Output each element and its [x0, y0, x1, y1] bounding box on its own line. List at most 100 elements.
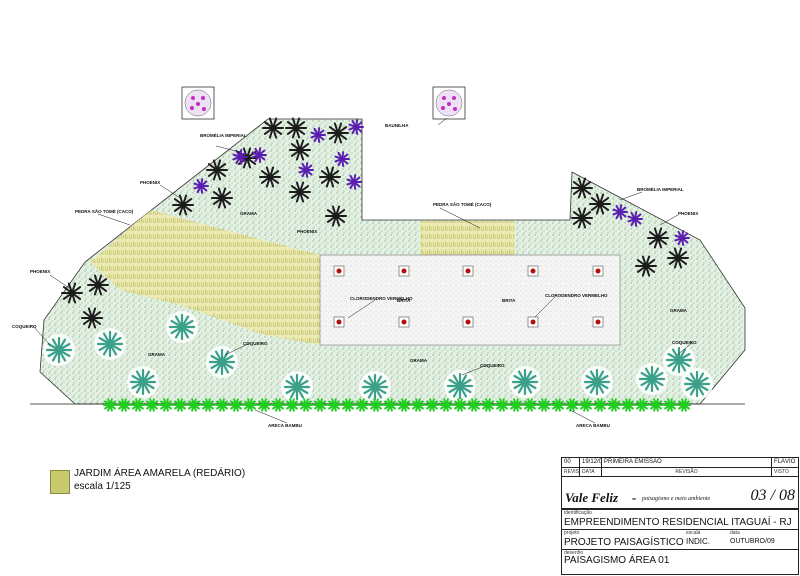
label-baunilha: BAUNILHA: [385, 123, 409, 128]
bromelia-icon: [310, 127, 326, 143]
header-visto: VISTO: [774, 469, 789, 475]
areca-icon: [355, 398, 369, 412]
coqueiro-icon: [283, 373, 311, 401]
coqueiro-icon: [665, 346, 693, 374]
leader-lines: [32, 117, 693, 424]
clorodendro-icon: [333, 316, 345, 328]
brand-name: Vale Feliz: [565, 490, 619, 505]
label-brita-2: BRITA: [502, 298, 516, 303]
legend-title: JARDIM ÁREA AMARELA (REDÁRIO): [74, 468, 246, 479]
areca-icon: [481, 398, 495, 412]
areca-icon: [299, 398, 313, 412]
areca-icon: [173, 398, 187, 412]
legend-scale: escala 1/125: [74, 481, 131, 492]
clorodendro-icon: [398, 265, 410, 277]
phoenix-icon: [571, 207, 593, 229]
yellow-stone-area-mid: [420, 221, 515, 255]
header-revisao-2: REVISÃO: [602, 468, 772, 476]
phoenix-icon: [647, 227, 669, 249]
bromelia-icon: [346, 174, 362, 190]
phoenix-icon: [285, 117, 307, 139]
areca-icon: [243, 398, 257, 412]
coqueiro-icon: [583, 368, 611, 396]
label-coqueiro-2: COQUEIRO: [243, 341, 268, 346]
header-identificacao: identificação: [564, 510, 592, 516]
label-grama-2: GRAMA: [670, 308, 688, 313]
phoenix-icon: [211, 187, 233, 209]
phoenix-palms: [61, 117, 689, 329]
label-phoenix-4: PHOENIX: [678, 211, 698, 216]
desenho-row: desenho PAISAGISMO ÁREA 01: [562, 550, 798, 574]
phoenix-icon: [206, 159, 228, 181]
areca-icon: [341, 398, 355, 412]
areca-icon: [257, 398, 271, 412]
bromelia-icon: [612, 204, 628, 220]
bromelia-plants: [193, 119, 690, 246]
areca-icon: [635, 398, 649, 412]
coqueiro-icon: [168, 313, 196, 341]
bromelia-icon: [348, 119, 364, 135]
areca-icon: [439, 398, 453, 412]
label-phoenix-3: PHOENIX: [30, 269, 50, 274]
data-value: OUTUBRO/09: [730, 538, 775, 545]
areca-icon: [145, 398, 159, 412]
areca-icon: [551, 398, 565, 412]
coqueiro-icon: [511, 368, 539, 396]
areca-icon: [509, 398, 523, 412]
label-grama-1: GRAMA: [240, 211, 258, 216]
areca-icon: [131, 398, 145, 412]
label-brita-1: BRITA: [397, 298, 411, 303]
identificacao-value: EMPREENDIMENTO RESIDENCIAL ITAGUAÍ - RJ: [564, 517, 792, 528]
areca-icon: [677, 398, 691, 412]
phoenix-icon: [289, 181, 311, 203]
phoenix-icon: [172, 194, 194, 216]
clorodendro-icon: [592, 316, 604, 328]
areca-icon: [579, 398, 593, 412]
areca-icon: [411, 398, 425, 412]
areca-icon: [495, 398, 509, 412]
areca-icon: [425, 398, 439, 412]
label-grama-4: GRAMA: [410, 358, 428, 363]
areca-icon: [285, 398, 299, 412]
revision-header-row: REVISÃO DATA REVISÃO VISTO: [562, 468, 798, 477]
areca-icon: [327, 398, 341, 412]
label-grama-3: GRAMA: [148, 352, 166, 357]
rev-description: PRIMEIRA EMISSÃO: [602, 458, 772, 467]
label-pedra-left: PEDRA SÃO TOMÉ (CACO): [75, 207, 134, 214]
areca-icon: [187, 398, 201, 412]
areca-icon: [117, 398, 131, 412]
areca-icon: [369, 398, 383, 412]
coqueiro-icon: [96, 330, 124, 358]
bromelia-icon: [674, 230, 690, 246]
clorodendro-icon: [398, 316, 410, 328]
identificacao-row: identificação EMPREENDIMENTO RESIDENCIAL…: [562, 510, 798, 530]
areca-icon: [537, 398, 551, 412]
label-pedra-mid: PEDRA SÃO TOMÉ (CACO): [433, 200, 492, 207]
phoenix-icon: [87, 274, 109, 296]
rev-author: FLÁVIO: [774, 459, 796, 465]
areca-icon: [663, 398, 677, 412]
clorodendro-icon: [462, 265, 474, 277]
coqueiro-icon: [45, 336, 73, 364]
bromelia-icon: [232, 149, 248, 165]
phoenix-icon: [319, 166, 341, 188]
areca-icon: [565, 398, 579, 412]
areca-icon: [593, 398, 607, 412]
bromelia-detail-box: [181, 86, 215, 120]
label-coqueiro-1: COQUEIRO: [12, 324, 37, 329]
bromelia-icon: [627, 211, 643, 227]
areca-icon: [229, 398, 243, 412]
areca-icon: [215, 398, 229, 412]
label-bromelia-right: BROMÉLIA IMPERIAL: [637, 185, 684, 192]
phoenix-icon: [589, 193, 611, 215]
areca-icon: [271, 398, 285, 412]
clorodendro-icon: [333, 265, 345, 277]
areca-icon: [453, 398, 467, 412]
phoenix-icon: [289, 139, 311, 161]
label-coqueiro-3: COQUEIRO: [480, 363, 505, 368]
projeto-row: projeto PROJETO PAISAGÍSTICO escala INDI…: [562, 530, 798, 550]
areca-icon: [383, 398, 397, 412]
phoenix-icon: [327, 122, 349, 144]
label-clorodendro-1: CLORODENDRO VERMELHO: [350, 296, 413, 301]
